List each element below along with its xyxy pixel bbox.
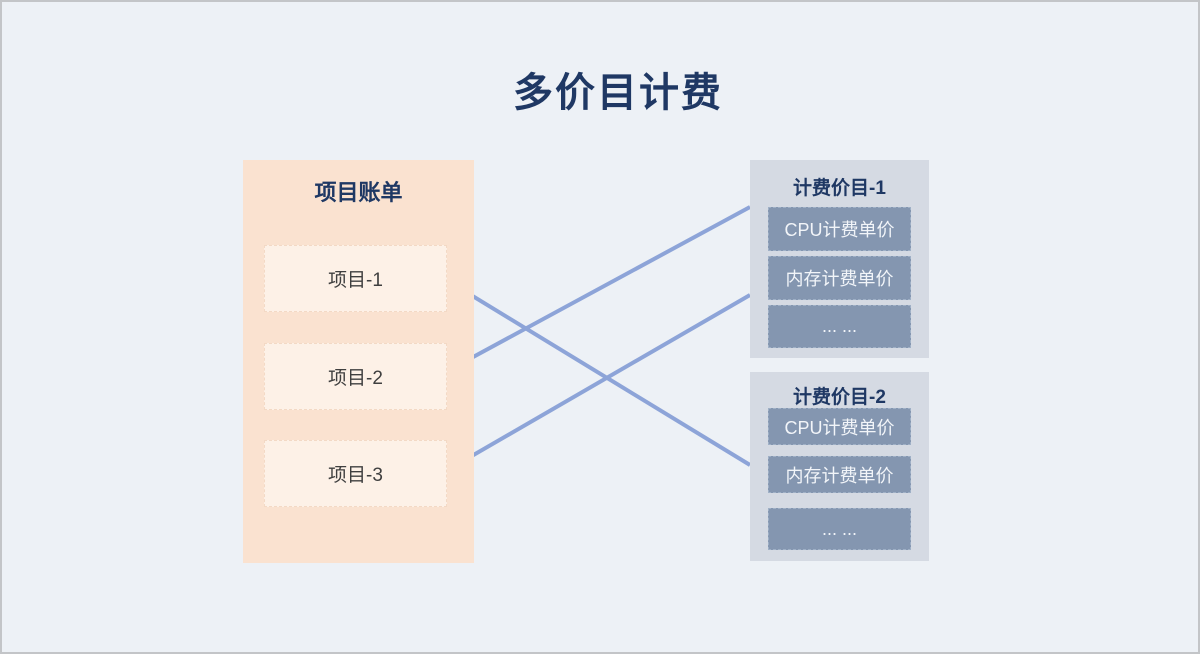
relation-arrow-计费价目-1-to-项目-2 (450, 205, 751, 371)
price-list-2-more-items: ... ... (768, 508, 911, 550)
price-list-2-more-items-label: ... ... (821, 518, 857, 539)
price-list-1-cpu-unit-price-label: CPU计费单价 (784, 220, 895, 240)
price-list-1-more-items: ... ... (768, 305, 911, 348)
price-list-2-memory-unit-price: 内存计费单价 (768, 456, 911, 493)
project-item-3-label: 项目-3 (328, 465, 383, 486)
project-item-2: 项目-2 (264, 343, 447, 410)
price-list-1-memory-unit-price-label: 内存计费单价 (785, 269, 894, 289)
project-item-1-label: 项目-1 (328, 270, 383, 291)
price-list-2-cpu-unit-price-label: CPU计费单价 (784, 417, 895, 438)
price-list-1-cpu-unit-price: CPU计费单价 (768, 207, 911, 251)
price-list-2-cpu-unit-price: CPU计费单价 (768, 408, 911, 445)
price-list-1-more-items-label: ... ... (821, 316, 857, 336)
relation-arrow-计费价目-2-to-项目-1 (446, 279, 752, 467)
price-list-panel-1: 计费价目-1 CPU计费单价 内存计费单价 ... ... (750, 160, 929, 358)
project-bill-title: 项目账单 (314, 180, 403, 205)
project-item-3: 项目-3 (264, 440, 447, 507)
project-item-2-label: 项目-2 (328, 368, 383, 389)
price-list-panel-2: 计费价目-2 CPU计费单价 内存计费单价 ... ... (750, 372, 929, 561)
project-item-1: 项目-1 (264, 245, 447, 312)
page-title: 多价目计费 (513, 71, 723, 115)
project-bill-panel: 项目账单 项目-1 项目-2 项目-3 (243, 160, 474, 563)
price-list-2-memory-unit-price-label: 内存计费单价 (785, 465, 894, 486)
price-list-1-memory-unit-price: 内存计费单价 (768, 256, 911, 300)
price-list-1-title: 计费价目-1 (793, 178, 886, 199)
price-list-2-title: 计费价目-2 (793, 387, 886, 408)
relation-arrow-计费价目-1-to-项目-3 (449, 293, 752, 470)
